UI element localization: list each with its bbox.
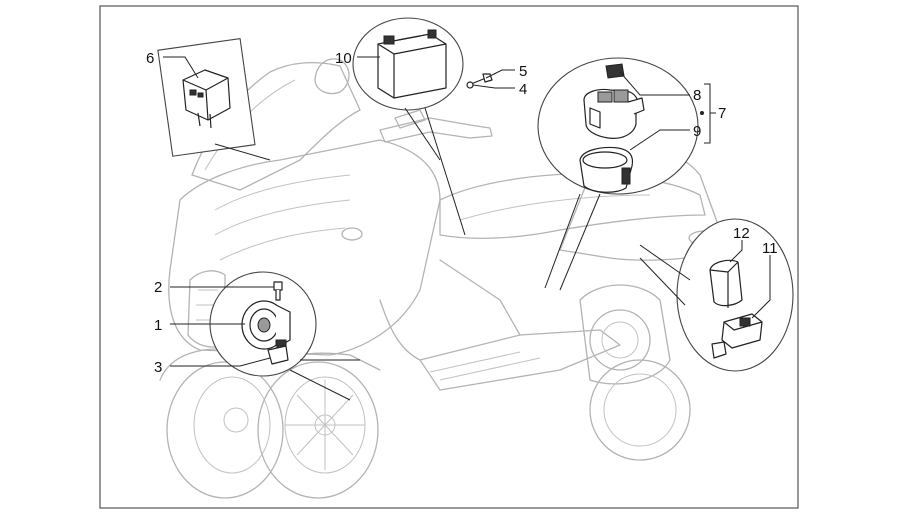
callout-1: 1 xyxy=(154,317,162,334)
diagram-frame xyxy=(99,5,799,509)
callout-6: 6 xyxy=(146,50,154,67)
battery-bubble xyxy=(352,17,466,236)
callout-9: 9 xyxy=(693,123,701,140)
callout-7: 7 xyxy=(718,105,726,122)
switch-bubble xyxy=(639,218,794,372)
callout-8: 8 xyxy=(693,87,701,104)
callout-labels: 6 10 5 4 8 7 9 2 1 3 12 11 xyxy=(146,50,778,376)
callout-leaders xyxy=(163,56,771,367)
callout-12: 12 xyxy=(733,225,750,242)
callout-10: 10 xyxy=(335,50,352,67)
scooter-outline xyxy=(159,58,722,499)
relay-bubble xyxy=(157,38,271,161)
callout-11: 11 xyxy=(762,240,778,257)
callout-2: 2 xyxy=(154,279,162,296)
solenoid-bubble xyxy=(537,57,699,291)
callout-3: 3 xyxy=(154,359,162,376)
callout-4: 4 xyxy=(519,81,527,98)
callout-5: 5 xyxy=(519,63,527,80)
horn-bubble xyxy=(209,271,360,401)
